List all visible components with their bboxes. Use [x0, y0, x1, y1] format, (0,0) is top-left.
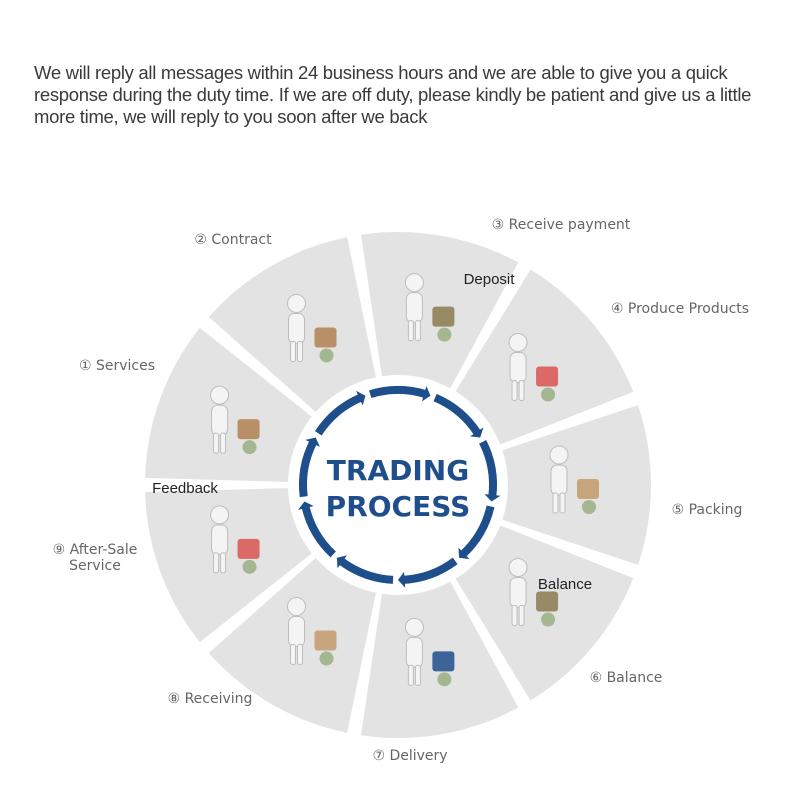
ring-arc	[402, 557, 458, 584]
step-label-2: ② Contract	[194, 232, 272, 248]
segment-6	[455, 525, 634, 701]
ring-arc	[479, 440, 497, 498]
ring-arc	[314, 393, 363, 436]
ring-arc	[369, 386, 427, 399]
center-title-line2: PROCESS	[326, 490, 471, 523]
money-bag-icon	[404, 273, 455, 342]
ring-arc	[338, 557, 394, 584]
step-label-4: ④ Produce Products	[611, 301, 749, 317]
step-labels: ① Services ② Contract ③ Receive paymentDep…	[53, 217, 749, 764]
step-icons	[210, 273, 599, 687]
ring-arc	[433, 393, 482, 436]
plane-ship-truck-icon	[404, 617, 455, 687]
center-ring	[298, 385, 501, 588]
ring-arc	[459, 505, 495, 558]
segment-1	[145, 327, 312, 482]
handshake-contract-icon	[287, 293, 337, 363]
step-label-3: ③ Receive payment	[492, 217, 631, 233]
intro-text: We will reply all messages within 24 bus…	[34, 62, 752, 127]
ring-arc	[301, 505, 337, 558]
courier-door-icon	[287, 597, 337, 666]
ring-arrowhead	[305, 437, 320, 447]
step-label-7: ⑦ Delivery	[372, 748, 447, 764]
ring-arrowhead	[421, 385, 431, 402]
ring-arrowhead	[356, 390, 366, 406]
center-title-line1: TRADING	[327, 454, 469, 487]
center-hub: TRADING PROCESS	[292, 379, 504, 591]
inner-label-6: Balance	[538, 576, 592, 593]
feedback-gear-workers-icon	[210, 505, 260, 574]
step-label-8: ⑧ Receiving	[168, 691, 253, 707]
ring-arrowhead	[398, 571, 406, 588]
ring-arc	[299, 440, 317, 498]
step-label-5: ⑤ Packing	[672, 502, 743, 518]
segment-4	[455, 269, 634, 445]
money-bag-icon	[508, 557, 559, 627]
step-label-1: ① Services	[79, 358, 155, 374]
inner-label-9: Feedback	[152, 480, 218, 497]
segment-9	[145, 488, 312, 643]
ring-arrowhead	[484, 494, 501, 502]
inner-label-3: Deposit	[464, 271, 516, 288]
call-center-agents-icon	[210, 385, 260, 455]
step-label-9: ⑨ After-Sale	[53, 542, 138, 558]
ring-arrowhead	[470, 427, 484, 438]
ring-arrowhead	[458, 547, 470, 560]
step-label-6: ⑥ Balance	[590, 670, 663, 686]
pallet-jack-boxes-icon	[549, 445, 599, 514]
ring-arrowhead	[336, 555, 347, 569]
ring-arrowhead	[298, 501, 314, 510]
gears-workers-icon	[508, 333, 559, 402]
center-disc	[292, 379, 504, 591]
segment-5	[502, 405, 651, 565]
step-label-9: Service	[69, 558, 121, 574]
